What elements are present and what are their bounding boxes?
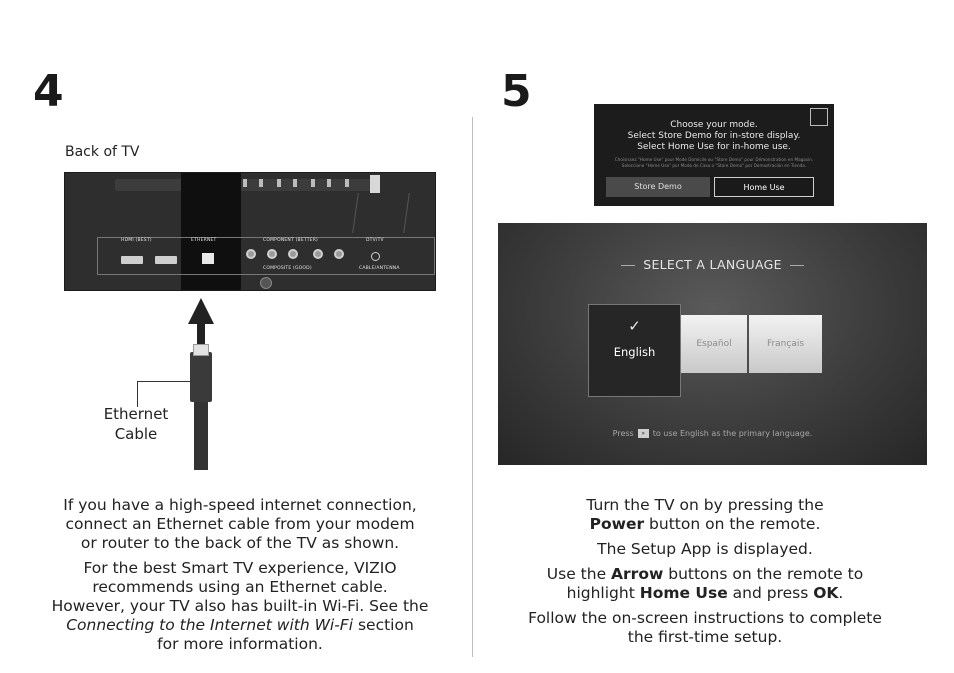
language-option-espanol[interactable]: Español xyxy=(681,315,747,373)
instr-pre: highlight xyxy=(566,584,640,602)
para2-line: However, your TV also has built-in Wi-Fi… xyxy=(51,597,429,615)
hdmi-port xyxy=(121,256,143,264)
mode-fine2: Seleccione "Home Use" por Modo de Casa o… xyxy=(621,163,807,168)
vent-slot xyxy=(243,179,247,187)
mode-line3: Select Home Use for in-home use. xyxy=(637,142,791,152)
para1-line: If you have a high-speed internet connec… xyxy=(63,496,417,514)
tv-stand-outline xyxy=(352,193,410,233)
instr-line: The Setup App is displayed. xyxy=(597,540,813,558)
language-option-label: English xyxy=(613,345,656,359)
left-instructions: If you have a high-speed internet connec… xyxy=(20,496,460,654)
language-footer: Press»to use English as the primary lang… xyxy=(498,429,927,438)
screw-knob xyxy=(260,277,272,289)
ok-keyword: OK xyxy=(813,584,839,602)
vent-slot xyxy=(327,179,331,187)
step-number-4: 4 xyxy=(33,66,64,117)
callout-line xyxy=(137,381,190,382)
home-use-button[interactable]: Home Use xyxy=(714,177,814,197)
column-divider xyxy=(472,117,473,657)
up-arrow-icon xyxy=(188,298,214,324)
para1-line: or router to the back of the TV as shown… xyxy=(80,534,400,552)
hdmi-label: HDMI (BEST) xyxy=(121,238,152,243)
cable-label-line1: Ethernet xyxy=(103,405,169,423)
cable-label: Ethernet Cable xyxy=(98,404,174,444)
instr-pre: Use the xyxy=(546,565,612,583)
para1-line: connect an Ethernet cable from your mode… xyxy=(65,515,415,533)
mode-fine1: Choisissez "Home Use" pour Mode Domicile… xyxy=(614,157,814,162)
language-screen: SELECT A LANGUAGE Español Français ✓ Eng… xyxy=(498,223,927,465)
composite-label: COMPOSITE (GOOD) xyxy=(263,266,312,271)
instr-line: Turn the TV on by pressing the xyxy=(586,496,824,514)
para2-line: for more information. xyxy=(157,635,323,653)
right-instructions: Turn the TV on by pressing the Power but… xyxy=(490,496,920,647)
cable-label-line2: Cable xyxy=(114,425,158,443)
store-demo-button[interactable]: Store Demo xyxy=(606,177,710,197)
rca-port xyxy=(288,249,298,259)
checkmark-icon: ✓ xyxy=(628,317,641,335)
energy-star-icon xyxy=(810,108,828,126)
hdmi-port xyxy=(155,256,177,264)
para2-line: recommends using an Ethernet cable. xyxy=(92,578,388,596)
wifi-section-title: Connecting to the Internet with Wi-Fi xyxy=(66,616,354,634)
callout-line xyxy=(137,381,138,407)
step-number-5: 5 xyxy=(501,66,532,117)
home-use-keyword: Home Use xyxy=(639,584,728,602)
arrow-shaft xyxy=(197,322,205,346)
instr-rest: button on the remote. xyxy=(644,515,821,533)
arrow-keyword: Arrow xyxy=(611,565,664,583)
power-keyword: Power xyxy=(589,515,645,533)
vent-slot xyxy=(277,179,281,187)
language-option-english[interactable]: ✓ English xyxy=(588,304,681,397)
coax-port xyxy=(371,252,380,261)
rca-port xyxy=(334,249,344,259)
vent-slot xyxy=(345,179,349,187)
antenna-label: CABLE/ANTENNA xyxy=(359,266,400,271)
footer-pre: Press xyxy=(612,429,634,438)
mode-line2: Select Store Demo for in-store display. xyxy=(627,131,801,141)
instr-end: . xyxy=(838,584,844,602)
rca-port xyxy=(246,249,256,259)
ethernet-plug xyxy=(190,352,212,402)
vent-slot xyxy=(311,179,315,187)
ethernet-label: ETHERNET xyxy=(191,238,217,243)
rj45-tip xyxy=(193,344,209,356)
para2-line-rest: section xyxy=(353,616,414,634)
vent-slot xyxy=(259,179,263,187)
instr-line: highlight Home Use and press OK. xyxy=(490,584,920,603)
para2-line: For the best Smart TV experience, VIZIO xyxy=(83,559,397,577)
instr-mid: and press xyxy=(727,584,814,602)
instr-line: Follow the on-screen instructions to com… xyxy=(528,609,882,627)
footer-post: to use English as the primary language. xyxy=(652,429,813,438)
language-title: SELECT A LANGUAGE xyxy=(498,257,927,272)
ethernet-port xyxy=(202,253,214,264)
para2-line: Connecting to the Internet with Wi-Fi se… xyxy=(20,616,460,635)
rca-port xyxy=(313,249,323,259)
ethernet-highlight xyxy=(181,173,241,290)
mode-line1: Choose your mode. xyxy=(670,120,758,130)
forward-key-icon: » xyxy=(637,429,649,438)
language-option-francais[interactable]: Français xyxy=(749,315,822,373)
rca-port xyxy=(267,249,277,259)
dtv-label: DTV/TV xyxy=(366,238,384,243)
vent-slot xyxy=(293,179,297,187)
diagram-title: Back of TV xyxy=(65,144,140,160)
instr-line: Power button on the remote. xyxy=(490,515,920,534)
instr-line: Use the Arrow buttons on the remote to xyxy=(490,565,920,584)
component-label: COMPONENT (BETTER) xyxy=(263,238,319,243)
tv-back-panel: HDMI (BEST) ETHERNET COMPONENT (BETTER) … xyxy=(64,172,436,291)
instr-rest: buttons on the remote to xyxy=(663,565,864,583)
stand-hook xyxy=(370,175,380,193)
ports-strip xyxy=(97,237,435,275)
mode-dialog: Choose your mode. Select Store Demo for … xyxy=(594,104,834,206)
instr-line: the first-time setup. xyxy=(627,628,783,646)
language-title-text: SELECT A LANGUAGE xyxy=(643,257,782,272)
